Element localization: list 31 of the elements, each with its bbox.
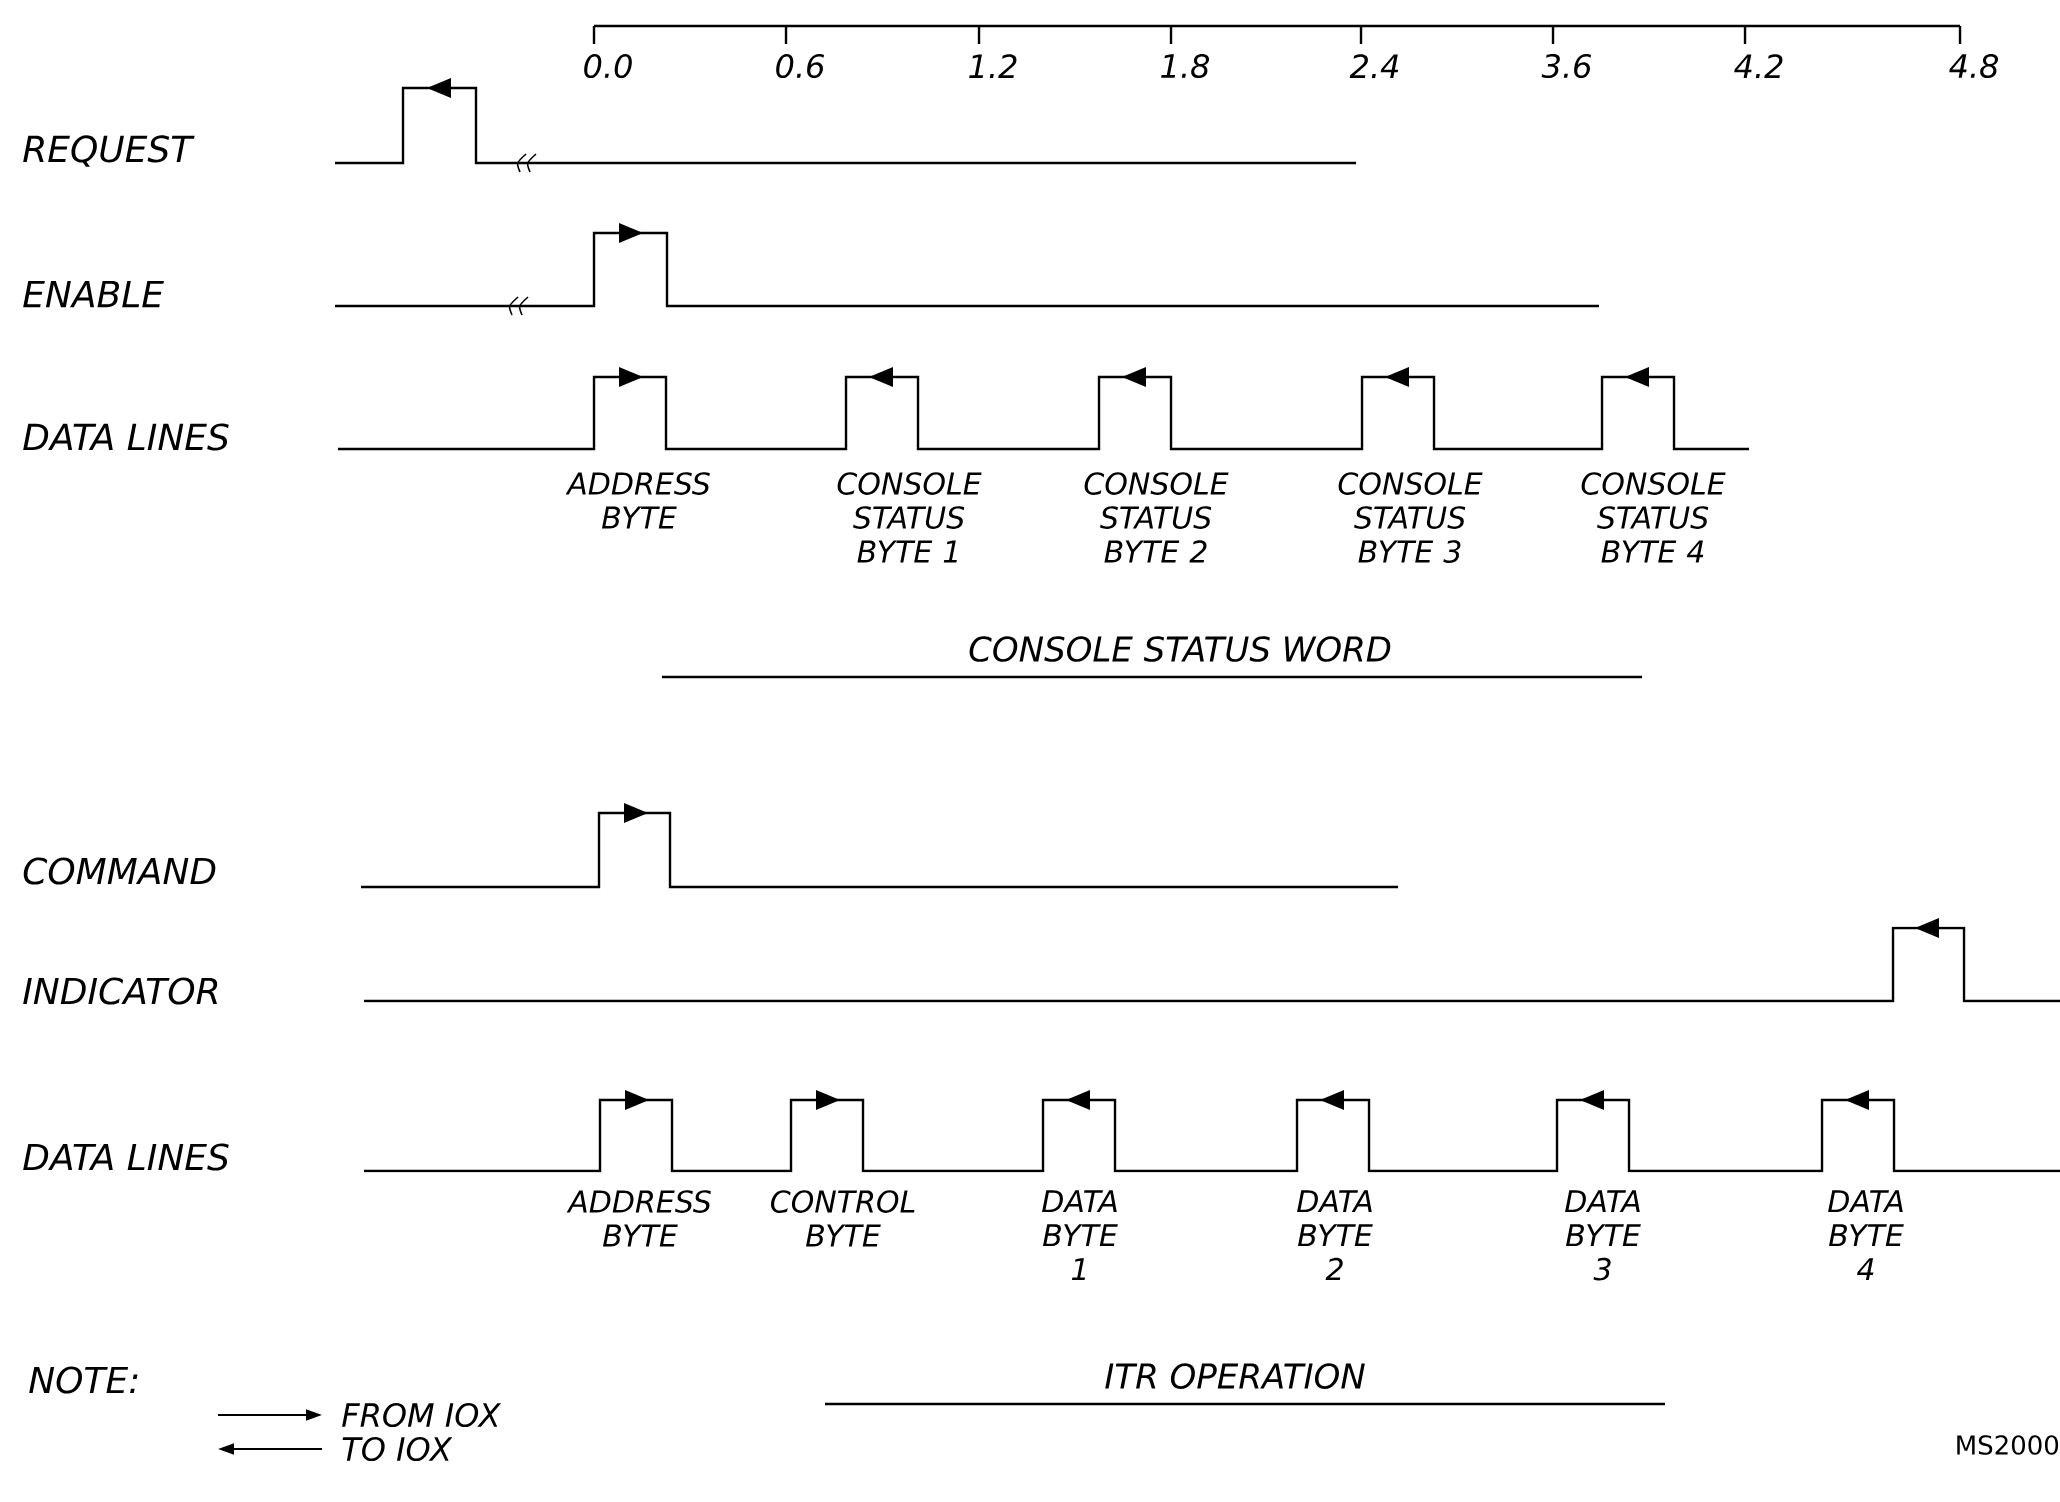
note-label: NOTE:: [29, 1366, 138, 1394]
byte-label: CONSOLE STATUS BYTE 4: [1581, 472, 1726, 563]
tick-label: 4.8: [1949, 53, 1999, 79]
tick-label: 0.0: [584, 53, 632, 79]
signal-label: REQUEST: [23, 135, 195, 167]
byte-label: CONTROL BYTE: [771, 1190, 915, 1247]
section-title: CONSOLE STATUS WORD: [969, 636, 1391, 662]
tick-label: 4.2: [1734, 54, 1783, 78]
signal-label: COMMAND: [23, 857, 216, 885]
tick-label: 1.8: [1161, 53, 1210, 79]
tick-label: 3.6: [1541, 53, 1592, 79]
tick-label: 2.4: [1349, 54, 1399, 78]
byte-label: CONSOLE STATUS BYTE 2: [1084, 472, 1229, 563]
byte-label: DATA BYTE 2: [1297, 1190, 1373, 1281]
figure-number: MS2000: [1957, 1435, 2059, 1455]
signal-label: ENABLE: [23, 280, 164, 308]
section-title: ITR OPERATION: [1105, 1363, 1365, 1389]
byte-label: ADDRESS BYTE: [566, 1190, 711, 1247]
signal-label: INDICATOR: [23, 977, 218, 1005]
byte-label: DATA BYTE 3: [1565, 1190, 1641, 1281]
legend-label: FROM IOX: [342, 1402, 502, 1428]
tick-label: 0.6: [776, 53, 824, 79]
signal-label: DATA LINES: [23, 423, 229, 451]
byte-label: DATA BYTE 1: [1042, 1190, 1118, 1281]
tick-label: 1.2: [969, 54, 1017, 78]
byte-label: DATA BYTE 4: [1828, 1190, 1904, 1281]
byte-label: ADDRESS BYTE: [565, 472, 710, 529]
legend-label: TO IOX: [342, 1436, 453, 1462]
byte-label: CONSOLE STATUS BYTE 1: [837, 472, 982, 563]
signal-label: DATA LINES: [23, 1143, 229, 1171]
byte-label: CONSOLE STATUS BYTE 3: [1338, 472, 1483, 563]
